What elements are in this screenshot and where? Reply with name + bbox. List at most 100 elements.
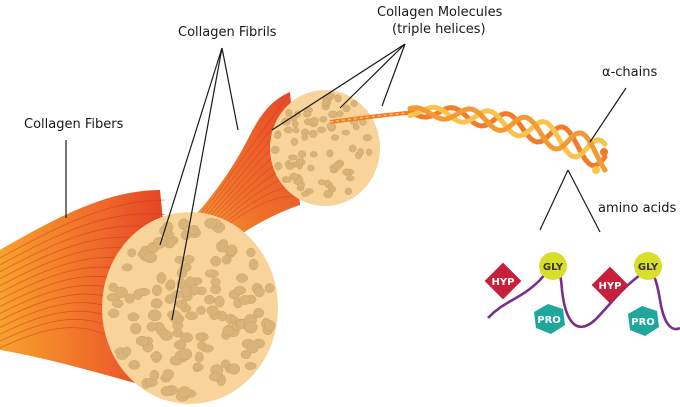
fibril-dot [160, 386, 174, 397]
fibril-dot [214, 295, 225, 308]
fibril-dot [344, 187, 353, 195]
fibril-dot [309, 151, 318, 158]
fibril-dot [285, 162, 295, 170]
fibril-dot [244, 362, 257, 370]
label-collagen-molecules: Collagen Molecules [377, 5, 503, 20]
fibril-dot [227, 363, 241, 375]
fibril-dot [331, 134, 340, 141]
leader-lines [65, 43, 627, 321]
fibril-dot [341, 129, 350, 136]
label-triple-helices: (triple helices) [392, 22, 486, 37]
gly-residue-2: GLY [634, 252, 662, 280]
fibril-dot [270, 145, 280, 155]
fibril-dot [172, 328, 183, 338]
fibril-dot [318, 179, 326, 186]
fibril-dot [243, 321, 258, 334]
fiber-cross-section [102, 212, 278, 404]
fibril-dot [185, 311, 198, 321]
fibril-dot [127, 312, 140, 322]
fibril-dot [254, 286, 265, 298]
fibril-dot [285, 108, 293, 117]
fibril-dot [209, 372, 221, 382]
fibril-dot [164, 294, 175, 304]
fibril-dot [307, 164, 315, 172]
fibril-dot [246, 341, 259, 354]
fibril-dot [264, 283, 275, 293]
fibril-dot [365, 148, 373, 156]
triple-helix [407, 104, 608, 174]
label-amino-acids: amino acids of [598, 201, 680, 216]
fibril-dot [179, 332, 194, 343]
svg-text:HYP: HYP [599, 281, 622, 292]
fibril-dot [342, 168, 351, 176]
hyp-residue-2: HYP [591, 266, 629, 304]
fibril-dot [114, 286, 128, 298]
fibril-dot [188, 224, 200, 235]
fibril-dot [342, 104, 351, 113]
fibril-dot [183, 254, 195, 264]
fibril-dot [323, 190, 333, 199]
fibril-dot [274, 132, 281, 140]
amino-acid-chain: HYP GLY PRO HYP GLY PRO [484, 252, 680, 336]
fibril-dot [130, 322, 142, 335]
alpha-chain-end [592, 166, 600, 174]
fibril-dot [174, 255, 185, 264]
svg-text:GLY: GLY [638, 262, 659, 273]
fibril-dot [233, 285, 246, 295]
fibril-dot [216, 240, 229, 253]
fibril-dot [222, 325, 234, 337]
fibril-dot [362, 134, 373, 142]
fibril-dot [149, 369, 160, 381]
fibril-dot [185, 276, 195, 288]
fibril-dot [290, 137, 299, 146]
fibril-dot [197, 341, 207, 351]
svg-text:PRO: PRO [537, 315, 561, 326]
fibril-dot [274, 162, 283, 170]
label-collagen-fibrils: Collagen Fibrils [178, 25, 277, 40]
fibril-dot [319, 116, 328, 123]
fibril-dot [150, 352, 163, 361]
fibril-dot [348, 144, 357, 153]
fibril-dot [293, 127, 300, 134]
fibril-dot [112, 299, 124, 308]
fibril-dot [107, 308, 120, 318]
fibril-dot [127, 248, 137, 258]
fibril-dot [175, 299, 188, 309]
fibril-dot [239, 295, 251, 305]
fibril-dot [284, 126, 293, 134]
fibril-dot [166, 279, 176, 288]
fibril-dot [147, 309, 162, 322]
fibril-dot [194, 351, 204, 363]
fibril-dot [162, 368, 174, 380]
fibril-dot [309, 116, 319, 125]
fibril-dot [179, 348, 193, 361]
fibril-dot [350, 99, 358, 107]
fibril-dot [143, 252, 158, 264]
fibril-dot [240, 350, 252, 360]
fibril-dot [220, 359, 230, 369]
fibril-dot [301, 133, 309, 141]
fibril-dot [282, 176, 292, 183]
fibril-dot [189, 283, 200, 296]
gly-residue-1: GLY [539, 252, 567, 280]
pro-residue-2: PRO [628, 306, 659, 336]
fibril-dot [137, 287, 151, 297]
fibril-dot [332, 161, 342, 170]
fibril-dot [292, 120, 299, 128]
fibril-dot [210, 256, 222, 267]
fibril-dot [334, 94, 342, 103]
fibril-dot [124, 293, 135, 304]
fibril-dot [357, 148, 364, 156]
fibril-dot [301, 191, 310, 197]
fibril-dot [288, 154, 298, 161]
fibril-dot [135, 335, 149, 347]
hyp-residue-1: HYP [484, 262, 522, 300]
label-collagen-fibers: Collagen Fibers [24, 117, 124, 132]
fibril-dot [152, 284, 162, 296]
fibril-dot [226, 244, 238, 256]
svg-text:GLY: GLY [543, 262, 564, 273]
fibril-dot [236, 273, 248, 283]
fibril-dot [297, 150, 307, 159]
fibril-dot [289, 173, 299, 180]
